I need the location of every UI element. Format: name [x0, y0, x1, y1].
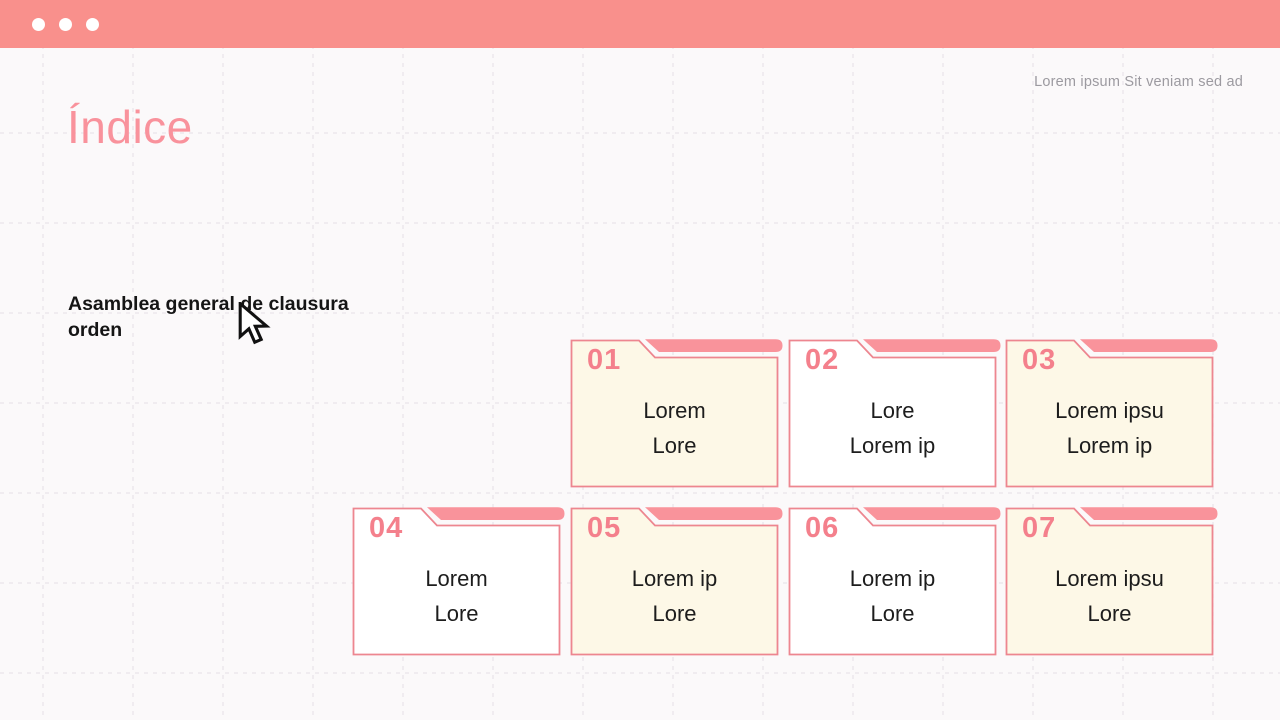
window-dot[interactable]	[86, 17, 99, 31]
window-dot[interactable]	[59, 17, 72, 31]
card-text: Lorem ip Lore	[788, 561, 997, 631]
window-dot[interactable]	[32, 17, 45, 31]
index-folder-card[interactable]: 02 Lore Lorem ip	[788, 338, 1003, 488]
card-number: 02	[805, 344, 840, 376]
card-text-line: Lore	[870, 601, 915, 626]
card-number: 06	[805, 512, 840, 544]
card-text: Lorem ipsu Lorem ip	[1005, 393, 1214, 463]
card-text: Lorem Lore	[352, 561, 561, 631]
card-text-line: Lorem	[425, 566, 488, 591]
card-text: Lorem ipsu Lore	[1005, 561, 1214, 631]
card-text-line: Lorem ip	[631, 566, 718, 591]
topic-heading: Asamblea general de clausura orden	[68, 293, 349, 341]
card-text-line: Lorem ipsu	[1055, 398, 1164, 423]
folder-shape-icon	[1005, 339, 1218, 488]
card-text-line: Lore	[652, 433, 697, 458]
folder-shape-icon	[570, 507, 783, 656]
card-number: 04	[369, 512, 404, 544]
card-text: Lore Lorem ip	[788, 393, 997, 463]
card-text-line: Lorem	[643, 398, 706, 423]
page-title: Índice	[67, 101, 193, 153]
index-folder-card[interactable]: 03 Lorem ipsu Lorem ip	[1005, 338, 1220, 488]
card-text-line: Lore	[652, 601, 697, 626]
folder-shape-icon	[788, 507, 1001, 656]
folder-shape-icon	[788, 339, 1001, 488]
card-text-line: Lore	[870, 398, 915, 423]
folder-shape-icon	[1005, 507, 1218, 656]
folder-shape-icon	[352, 507, 565, 656]
card-text-line: Lorem ipsu	[1055, 566, 1164, 591]
card-text-line: Lore	[1087, 601, 1132, 626]
card-text: Lorem ip Lore	[570, 561, 779, 631]
card-number: 05	[587, 512, 622, 544]
card-text: Lorem Lore	[570, 393, 779, 463]
card-number: 07	[1022, 512, 1057, 544]
card-text-line: Lorem ip	[849, 433, 936, 458]
index-folder-card[interactable]: 05 Lorem ip Lore	[570, 506, 785, 656]
index-folder-card[interactable]: 01 Lorem Lore	[570, 338, 785, 488]
card-number: 03	[1022, 344, 1057, 376]
index-folder-card[interactable]: 06 Lorem ip Lore	[788, 506, 1003, 656]
card-text-line: Lore	[434, 601, 479, 626]
card-text-line: Lorem ip	[849, 566, 936, 591]
folder-shape-icon	[570, 339, 783, 488]
index-folder-card[interactable]: 07 Lorem ipsu Lore	[1005, 506, 1220, 656]
card-text-line: Lorem ip	[1066, 433, 1153, 458]
cursor-arrow-icon	[238, 302, 271, 345]
header-caption: Lorem ipsum Sit veniam sed ad	[1034, 74, 1243, 90]
window-titlebar	[0, 0, 1280, 48]
index-folder-card[interactable]: 04 Lorem Lore	[352, 506, 567, 656]
card-number: 01	[587, 344, 622, 376]
